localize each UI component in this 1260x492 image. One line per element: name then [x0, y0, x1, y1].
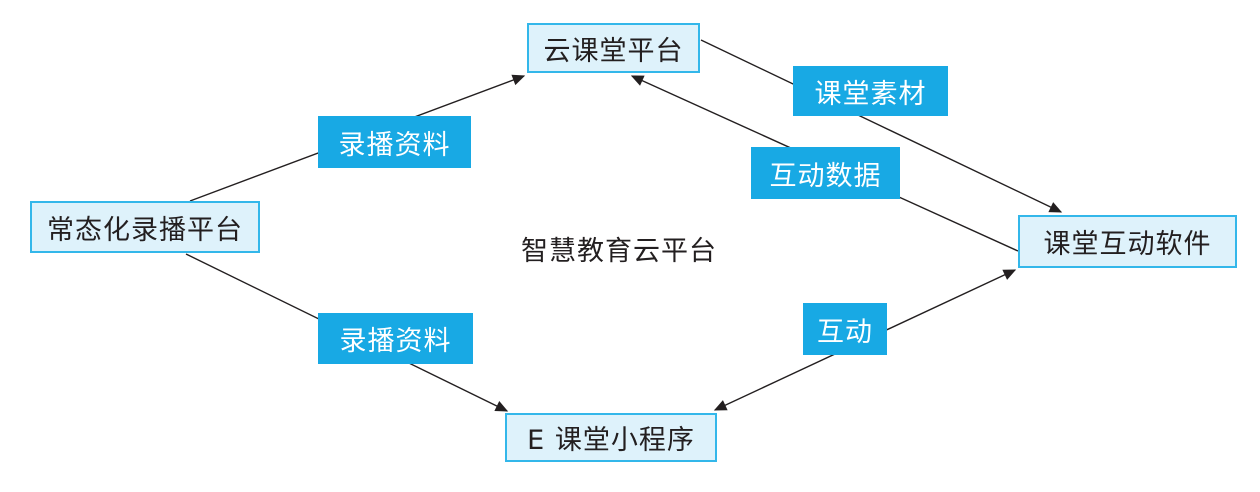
edge-line-cloud-to-software — [700, 39, 1063, 213]
edge-label-interaction-data: 互动数据 — [751, 147, 900, 199]
edge-label-interaction: 互动 — [803, 303, 887, 355]
node-normalized-recording-platform: 常态化录播平台 — [30, 201, 260, 253]
edge-label-recording-materials-bottom: 录播资料 — [318, 313, 473, 364]
node-cloud-classroom-platform: 云课堂平台 — [527, 23, 700, 73]
node-classroom-interaction-software: 课堂互动软件 — [1018, 215, 1237, 268]
node-e-classroom-mini-program: E 课堂小程序 — [505, 413, 717, 462]
edge-label-recording-materials-top: 录播资料 — [318, 116, 471, 168]
diagram-title: 智慧教育云平台 — [521, 236, 717, 267]
edge-label-classroom-materials: 课堂素材 — [793, 66, 948, 116]
